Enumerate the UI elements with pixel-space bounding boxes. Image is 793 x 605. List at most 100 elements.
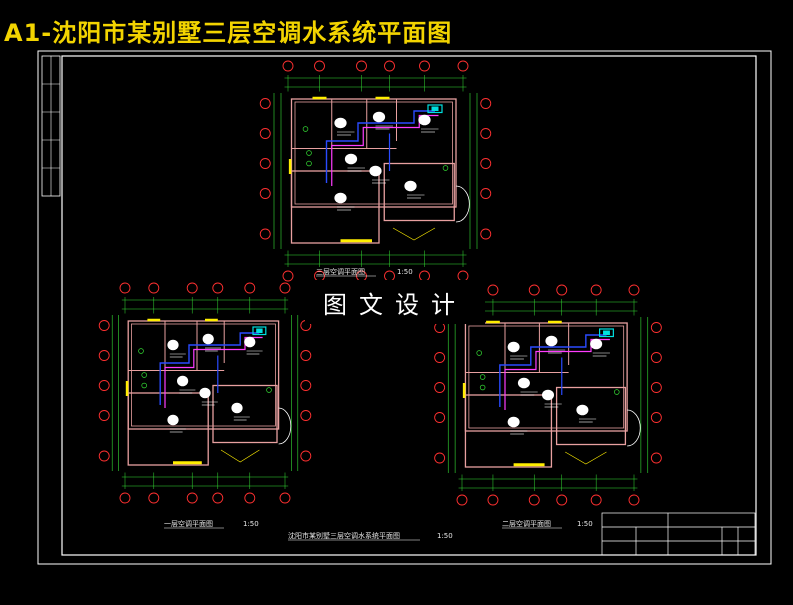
valve-symbol — [476, 350, 482, 356]
valve-symbol — [302, 126, 309, 132]
axis-bubble — [590, 284, 602, 296]
axis-bubble — [434, 452, 446, 464]
axis-bubbles — [98, 282, 312, 504]
caption-main: 沈阳市某别墅三层空调水系统平面图 — [288, 531, 400, 540]
window — [375, 96, 390, 100]
axis-bubble — [456, 494, 468, 506]
axis-bubble — [148, 282, 160, 294]
fan-coil-unit — [334, 192, 347, 204]
axis-bubble — [650, 322, 662, 333]
window — [312, 96, 327, 100]
axis-bubble — [119, 282, 131, 294]
watermark-box: 图文设计 — [305, 280, 485, 324]
axis-bubble — [384, 60, 395, 72]
axis-bubble — [628, 494, 640, 506]
caption-first-floor: 一层空调平面图 — [164, 519, 213, 528]
axis-bubble — [650, 382, 662, 393]
axis-bubble — [282, 270, 294, 282]
bay-window-arc — [455, 185, 470, 223]
axis-bubble — [279, 492, 291, 504]
stair-mark — [220, 449, 260, 463]
fan-coil-unit — [507, 416, 520, 428]
window — [173, 461, 202, 465]
valve-symbol — [614, 389, 620, 395]
axis-bubble — [98, 350, 110, 361]
axis-bubble — [434, 322, 446, 333]
axis-bubble — [300, 350, 312, 361]
axis-bubble — [259, 158, 271, 169]
axis-bubble — [480, 228, 492, 240]
fan-coil-unit — [231, 402, 243, 414]
axis-bubble — [356, 60, 367, 72]
axis-bubble — [300, 380, 312, 391]
window — [548, 320, 562, 324]
outdoor-unit-core — [256, 328, 263, 333]
axis-bubble — [259, 188, 271, 199]
valve-symbol — [306, 160, 312, 167]
caption-second-floor: 二层空调平面图 — [502, 519, 551, 528]
lower-wall — [290, 170, 380, 244]
axis-bubble — [300, 450, 312, 462]
axis-bubble — [480, 158, 492, 169]
window — [513, 463, 545, 467]
axis-bubble — [650, 412, 662, 423]
fan-coil-unit — [590, 338, 603, 350]
fan-coil-unit — [202, 333, 214, 345]
axis-bubble — [119, 492, 131, 504]
valve-symbol — [138, 348, 144, 354]
axis-bubble — [279, 282, 291, 294]
axis-bubble — [98, 320, 110, 331]
lower-wall — [464, 394, 553, 468]
supply-pipe — [159, 332, 260, 405]
room-wall — [383, 162, 455, 222]
axis-bubble — [282, 60, 294, 72]
axis-bubble — [98, 410, 110, 421]
axis-bubble — [98, 380, 110, 391]
fan-coil-unit — [167, 414, 179, 426]
axis-bubble — [259, 228, 271, 240]
axis-bubble — [300, 410, 312, 421]
stair-mark — [565, 451, 607, 465]
window — [486, 320, 500, 324]
room-wall — [212, 384, 278, 444]
fan-coil-unit — [369, 165, 382, 177]
axis-bubble — [528, 284, 540, 296]
fan-coil-unit — [418, 114, 431, 126]
fan-coil-unit — [167, 339, 179, 351]
bay-window-arc — [627, 409, 641, 447]
valve-symbol — [141, 372, 147, 378]
fan-coil-unit — [244, 336, 256, 348]
axis-bubble — [314, 60, 325, 72]
axis-bubble — [556, 284, 568, 296]
axis-bubble — [487, 494, 499, 506]
exterior-wall-inner — [468, 325, 625, 429]
valve-symbol — [141, 382, 147, 389]
outdoor-unit — [427, 104, 443, 114]
return-pipe — [504, 338, 610, 410]
window — [340, 239, 372, 243]
exterior-wall — [290, 98, 457, 208]
outdoor-unit — [252, 326, 267, 336]
axis-bubble — [528, 494, 540, 506]
fan-coil-unit — [334, 117, 347, 129]
floor-plan-second — [447, 299, 649, 491]
axis-bubble — [259, 128, 271, 139]
caption-third-scale: 1:50 — [397, 268, 413, 276]
axis-bubble — [434, 412, 446, 423]
exterior-wall-inner — [130, 323, 276, 427]
axis-bubble — [419, 60, 430, 72]
fan-coil-unit — [545, 335, 558, 347]
exterior-wall — [127, 320, 280, 430]
outdoor-unit — [598, 328, 614, 338]
caption-first-scale: 1:50 — [243, 520, 259, 528]
axis-bubble — [212, 282, 224, 294]
axis-bubble — [590, 494, 602, 506]
stair-mark — [392, 227, 436, 241]
axis-bubble — [556, 494, 568, 506]
axis-bubble — [480, 98, 492, 109]
title-block — [601, 512, 756, 556]
supply-pipe — [325, 110, 435, 183]
axis-bubble — [650, 452, 662, 464]
window — [205, 318, 218, 322]
